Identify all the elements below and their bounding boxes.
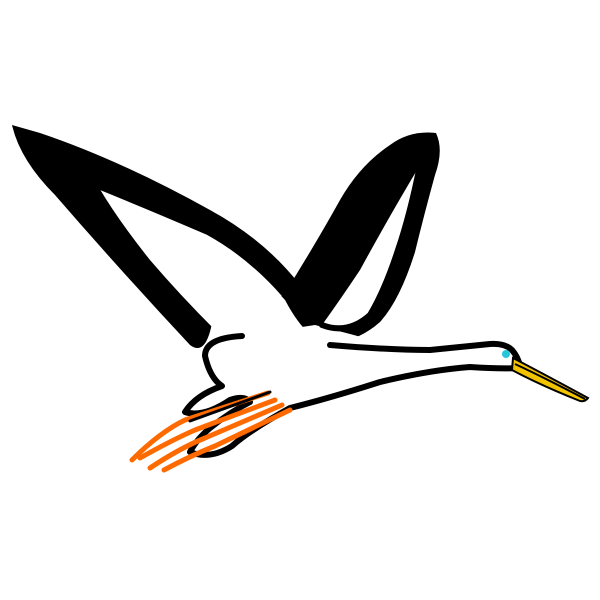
leg-3 xyxy=(129,390,271,463)
eye xyxy=(502,350,510,358)
leg-2 xyxy=(147,402,285,471)
left-wing-inner xyxy=(98,186,285,338)
leg-4 xyxy=(161,407,293,473)
leg-1 xyxy=(137,397,278,461)
left-wing-outline xyxy=(95,183,288,298)
neck-outline xyxy=(327,340,523,369)
right-wing-black xyxy=(283,132,440,345)
legs xyxy=(129,390,293,473)
beak-line xyxy=(514,363,586,400)
right-wing-outline xyxy=(319,162,423,332)
right-wing-inner xyxy=(322,165,420,329)
leg-outline xyxy=(188,390,272,423)
body-outline xyxy=(182,333,523,458)
